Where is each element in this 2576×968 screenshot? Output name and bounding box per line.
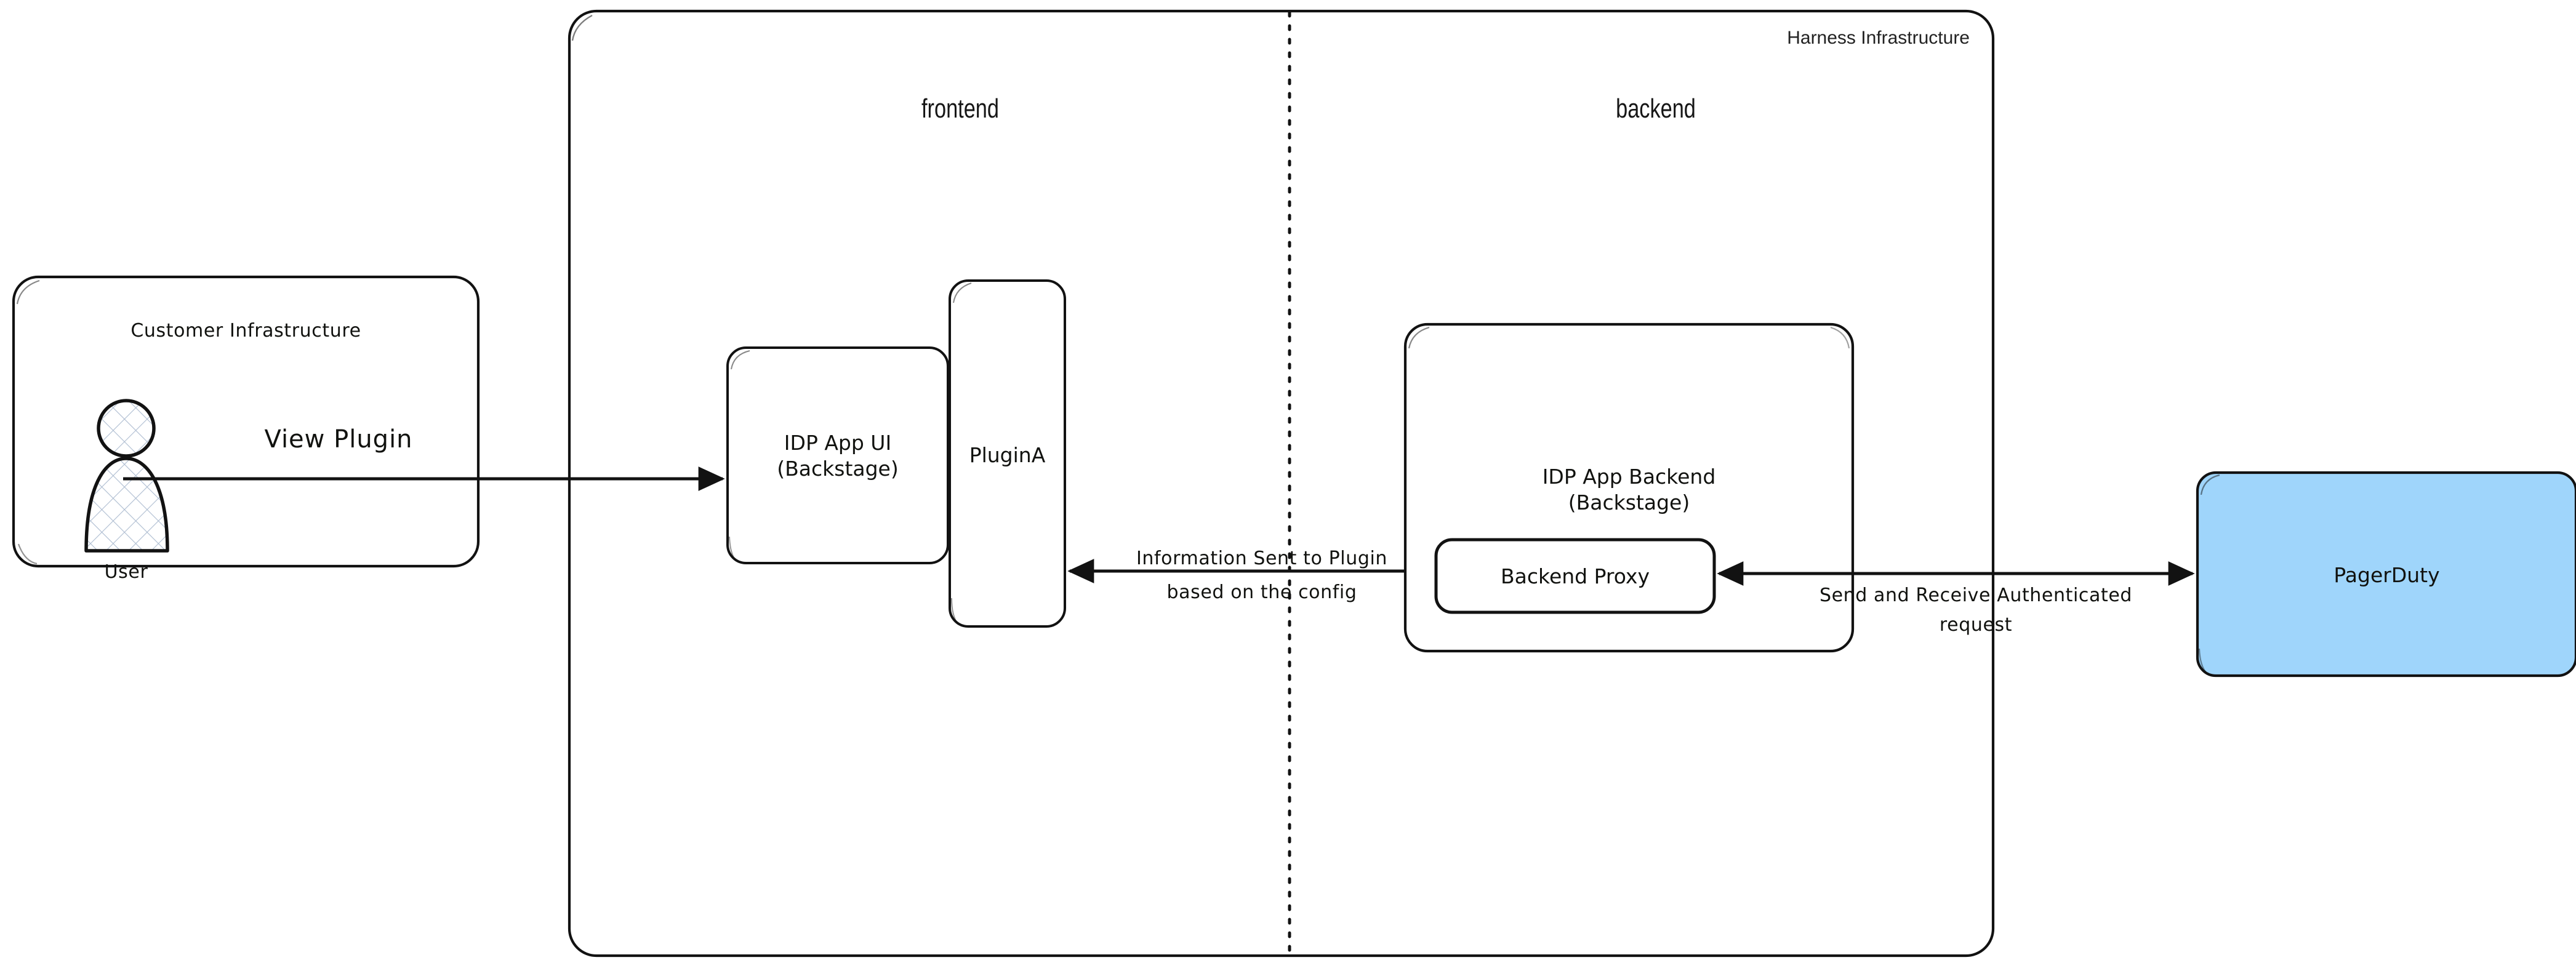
idp-app-ui-box: [726, 346, 949, 564]
plugin-a-box: [949, 279, 1066, 628]
pagerduty-box: [2196, 471, 2576, 678]
backend-proxy-box: [1434, 538, 1716, 614]
customer-infrastructure-container: [12, 275, 480, 568]
user-actor-icon: [84, 399, 169, 553]
harness-infrastructure-container: [568, 9, 1995, 958]
